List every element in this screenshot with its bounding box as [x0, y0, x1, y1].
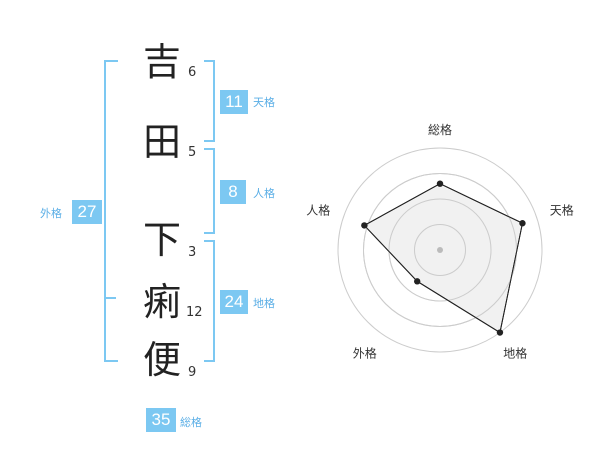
radar-point-5 — [361, 222, 368, 229]
radar-inner-ring-2 — [388, 198, 492, 302]
tenkaku-label: 天格 — [253, 96, 275, 109]
radar-point-4 — [414, 278, 421, 285]
stroke-count-5: 9 — [188, 365, 197, 380]
gaikaku-badge: 27 — [72, 200, 102, 224]
radar-axis-label-5: 人格 — [306, 202, 330, 217]
gaikaku-bracket-tick — [106, 297, 116, 299]
stroke-count-3: 3 — [188, 245, 197, 260]
radar-point-1 — [436, 180, 444, 187]
tenkaku-badge: 11 — [220, 90, 248, 114]
radar-point-2 — [519, 220, 526, 227]
name-char-4: 痢 — [142, 280, 181, 324]
name-char-1: 吉 — [142, 40, 181, 84]
chikaku-label: 地格 — [253, 297, 275, 310]
radar-center — [437, 247, 443, 253]
radar-inner-ring-1 — [414, 224, 466, 276]
soukaku-label: 総格 — [180, 416, 202, 429]
radar-data-outline — [363, 183, 524, 334]
name-char-5: 便 — [142, 338, 181, 382]
jinkaku-label: 人格 — [253, 187, 275, 200]
name-char-3: 下 — [142, 218, 181, 262]
stroke-count-1: 6 — [188, 65, 197, 80]
name-char-2: 田 — [142, 120, 181, 164]
soukaku-badge: 35 — [146, 408, 176, 432]
stroke-count-4: 12 — [186, 305, 203, 320]
chikaku-bracket — [204, 240, 215, 362]
radar-point-3 — [496, 329, 504, 336]
stroke-count-2: 5 — [188, 145, 197, 160]
tenkaku-bracket — [204, 60, 215, 142]
chikaku-badge: 24 — [220, 290, 248, 314]
radar-axis-label-4: 外格 — [353, 346, 377, 361]
gaikaku-label: 外格 — [40, 207, 62, 220]
gaikaku-bracket — [104, 60, 118, 362]
jinkaku-bracket — [204, 148, 215, 234]
jinkaku-badge: 8 — [220, 180, 246, 204]
radar-axis-label-1: 総格 — [428, 122, 452, 137]
radar-axis-label-2: 天格 — [550, 202, 574, 217]
radar-axis-label-3: 地格 — [503, 346, 527, 361]
